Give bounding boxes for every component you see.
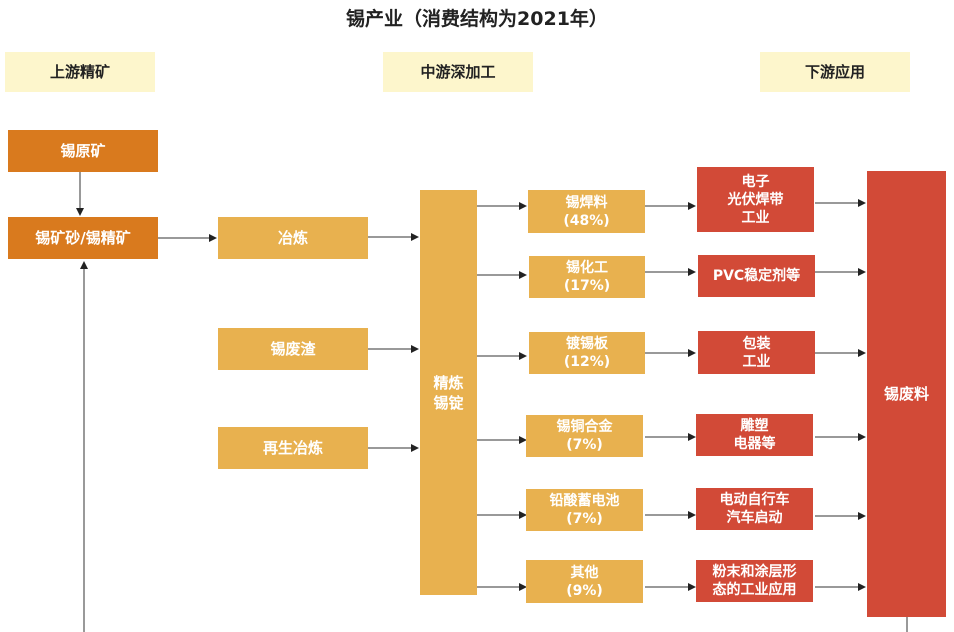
product-name: 镀锡板 [566,336,608,352]
product-share: (17%) [563,278,611,294]
node-raw-ore: 锡原矿 [8,130,158,172]
product-name: 锡焊料 [565,194,608,211]
application-line: 态的工业应用 [712,582,797,598]
application-node: 雕塑电器等 [696,414,813,456]
header-upstream: 上游精矿 [5,52,155,92]
application-node: 粉末和涂层形态的工业应用 [696,560,813,602]
product-node: 锡焊料(48%) [528,190,645,233]
product-share: (7%) [566,437,603,453]
application-line: 电动自行车 [719,492,790,508]
diagram-title: 锡产业（消费结构为2021年） [346,8,608,30]
product-name: 铅酸蓄电池 [549,493,620,509]
refined-line1: 精炼 [433,373,464,392]
product-share: (12%) [563,354,611,370]
refined-line2: 锡锭 [433,393,464,412]
product-name: 锡铜合金 [556,419,613,435]
application-line: 雕塑 [740,418,769,434]
application-node: PVC稳定剂等 [698,255,815,297]
product-share: (48%) [563,212,610,229]
node-smelting: 冶炼 [218,217,368,259]
node-concentrate: 锡矿砂/锡精矿 [8,217,158,259]
application-node: 电子光伏焊带工业 [697,167,814,232]
node-slag: 锡废渣 [218,328,368,370]
product-node: 锡铜合金 (7%) [526,415,643,457]
application-line: 电器等 [733,436,776,452]
product-name: 锡化工 [566,260,608,276]
application-line: 汽车启动 [726,510,783,526]
node-refined-ingot: 精炼 锡锭 [420,190,477,595]
application-line: 电子 [741,173,770,190]
product-name: 其他 [570,564,599,581]
application-line: 工业 [741,209,770,226]
product-node: 锡化工 (17%) [529,256,645,298]
product-share: (9%) [566,582,603,599]
application-node: 电动自行车汽车启动 [696,488,813,530]
product-node: 铅酸蓄电池 (7%) [526,489,643,531]
application-line: 粉末和涂层形 [712,564,797,580]
application-line: PVC稳定剂等 [712,268,801,284]
header-downstream: 下游应用 [760,52,910,92]
header-midstream: 中游深加工 [383,52,533,92]
application-line: 光伏焊带 [727,191,784,208]
application-line: 包装 [742,335,771,352]
product-node: 镀锡板 (12%) [529,332,645,374]
application-node: 包装工业 [698,331,815,374]
node-tin-scrap: 锡废料 [867,171,946,617]
product-node: 其他(9%) [526,560,643,603]
application-line: 工业 [742,353,771,370]
node-recycling: 再生冶炼 [218,427,368,469]
product-share: (7%) [566,511,603,527]
